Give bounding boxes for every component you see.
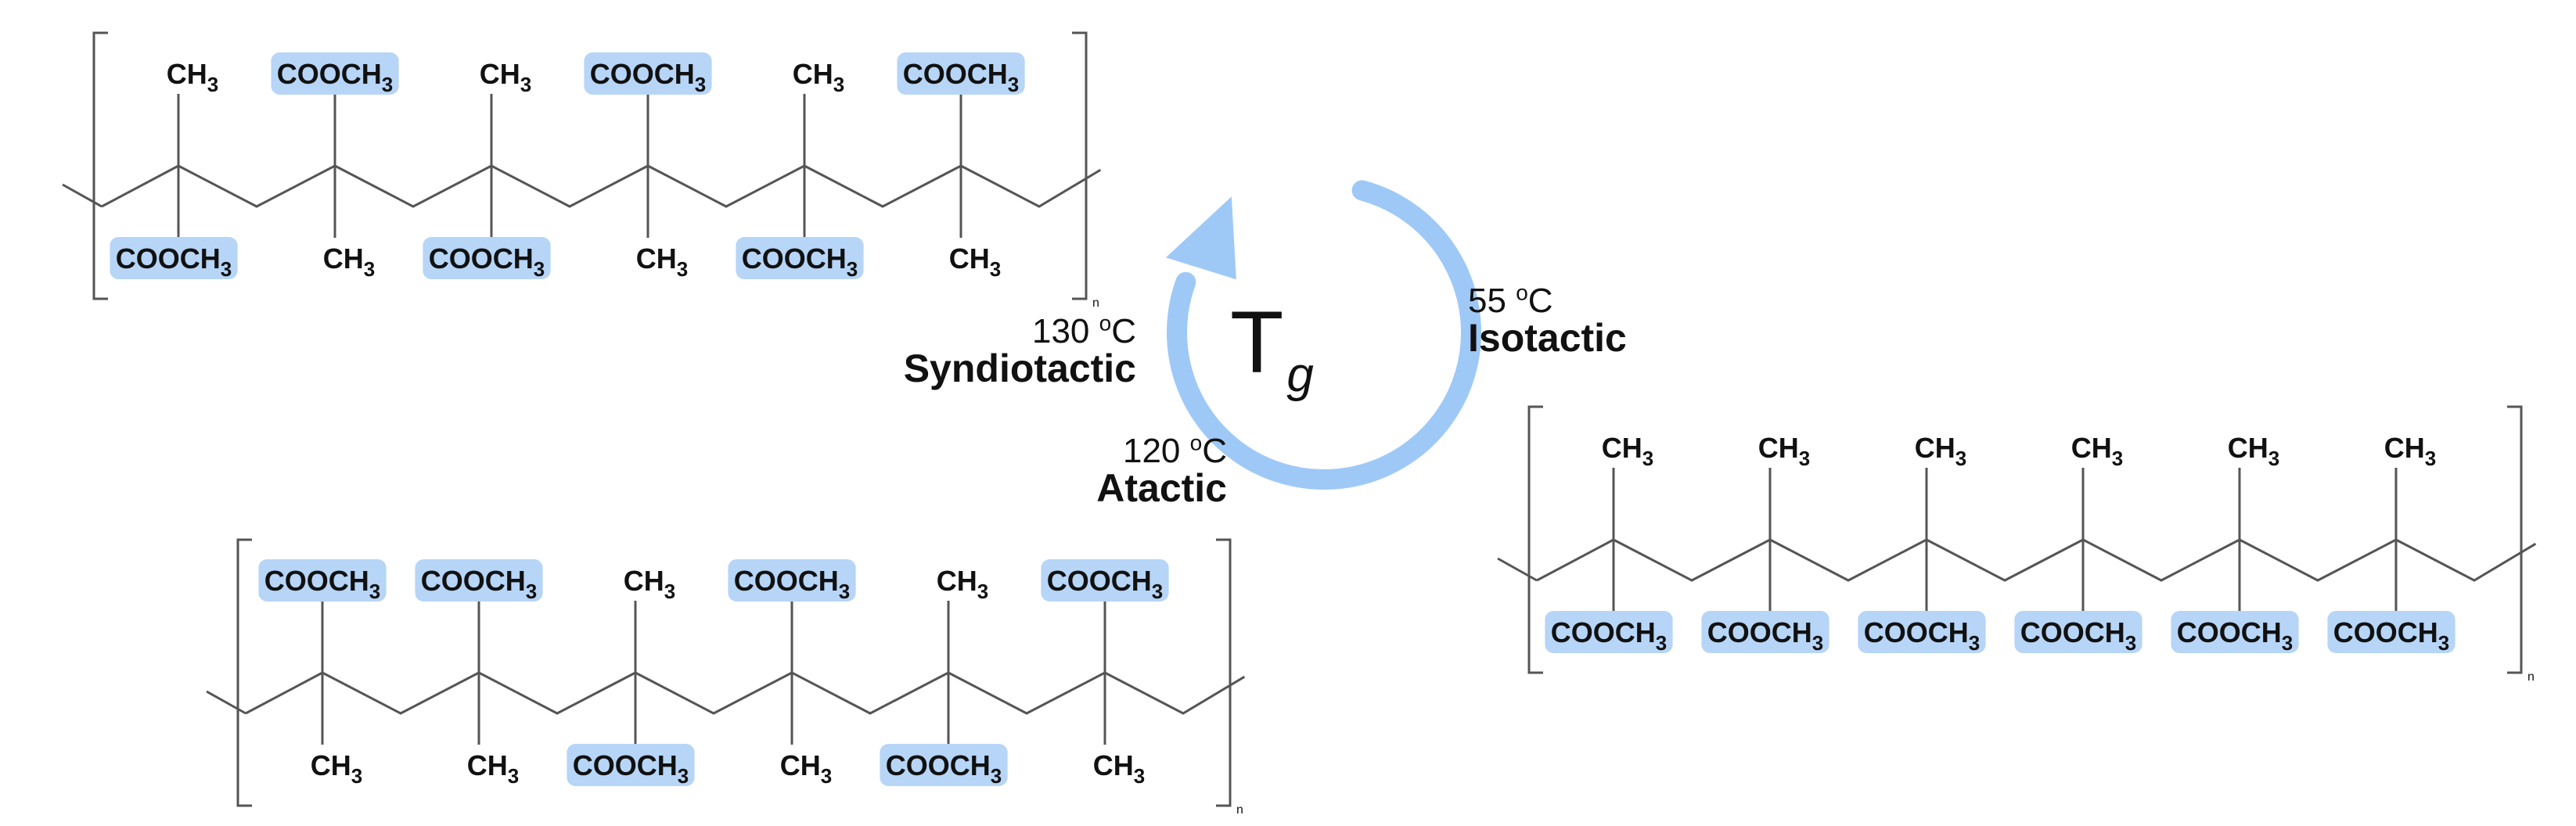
ester-group: COOCH3 bbox=[264, 565, 380, 603]
ester-group: COOCH3 bbox=[1047, 565, 1163, 603]
repeat-subscript: n bbox=[2527, 670, 2535, 684]
methyl-group: CH3 bbox=[2228, 432, 2279, 470]
temp-value: 120 bbox=[1122, 432, 1181, 470]
ester-highlight bbox=[880, 744, 1008, 786]
ester-highlight bbox=[110, 237, 238, 279]
syndiotactic-label: 130 oC Syndiotactic bbox=[903, 311, 1136, 390]
chain-backbone bbox=[1536, 538, 2537, 582]
ester-highlight bbox=[728, 559, 856, 602]
atactic-temperature: 120 oC bbox=[1096, 432, 1227, 470]
ester-highlight bbox=[423, 237, 551, 279]
methyl-group: CH3 bbox=[949, 242, 1001, 281]
methyl-group: CH3 bbox=[937, 565, 988, 603]
temp-value: 55 bbox=[1468, 282, 1506, 320]
ester-group: COOCH3 bbox=[116, 242, 232, 281]
methyl-group: CH3 bbox=[323, 242, 375, 281]
methyl-group: CH3 bbox=[467, 749, 519, 788]
ester-highlight bbox=[584, 52, 712, 95]
tg-subscript: g bbox=[1286, 348, 1314, 402]
ester-group: COOCH3 bbox=[590, 58, 706, 96]
ester-highlight bbox=[897, 52, 1025, 95]
ester-highlight bbox=[2171, 611, 2299, 653]
methyl-group: CH3 bbox=[167, 58, 218, 96]
backbone-end bbox=[206, 690, 246, 715]
syndiotactic-temperature: 130 oC bbox=[904, 311, 1136, 350]
ester-highlight bbox=[1545, 611, 1673, 653]
ester-group: COOCH3 bbox=[2020, 616, 2136, 655]
degree-symbol: o bbox=[1516, 280, 1528, 305]
bracket-right bbox=[1072, 31, 1088, 300]
repeat-subscript: n bbox=[1236, 803, 1243, 817]
ester-group: COOCH3 bbox=[1864, 616, 1980, 655]
methyl-group: CH3 bbox=[2384, 432, 2436, 470]
ester-group: COOCH3 bbox=[277, 58, 393, 96]
ester-group: COOCH3 bbox=[2333, 616, 2449, 655]
ester-highlight bbox=[567, 744, 695, 786]
ester-group: COOCH3 bbox=[573, 749, 689, 788]
isotactic-temperature: 55 oC bbox=[1468, 282, 1627, 320]
ester-group: COOCH3 bbox=[742, 242, 858, 281]
backbone-end bbox=[62, 183, 103, 208]
temp-unit: C bbox=[1202, 432, 1227, 470]
ester-group: COOCH3 bbox=[2177, 616, 2293, 655]
ester-group: COOCH3 bbox=[903, 58, 1019, 96]
ester-group: COOCH3 bbox=[421, 565, 537, 603]
glass-transition-symbol: Tg bbox=[1230, 299, 1314, 400]
ester-highlight bbox=[1858, 611, 1986, 653]
degree-symbol: o bbox=[1099, 311, 1112, 336]
tg-symbol: T bbox=[1230, 293, 1284, 391]
methyl-group: CH3 bbox=[1602, 432, 1653, 470]
ester-highlight bbox=[271, 52, 399, 95]
bracket-left bbox=[236, 538, 252, 807]
ester-group: COOCH3 bbox=[1707, 616, 1823, 655]
temp-unit: C bbox=[1111, 312, 1136, 350]
ester-highlight bbox=[736, 237, 864, 279]
ester-highlight bbox=[258, 559, 387, 602]
bracket-left bbox=[92, 31, 108, 300]
bracket-right bbox=[1216, 538, 1232, 807]
temp-value: 130 bbox=[1031, 312, 1090, 350]
ester-highlight bbox=[2014, 611, 2142, 653]
temp-unit: C bbox=[1527, 282, 1553, 320]
ester-group: COOCH3 bbox=[886, 749, 1002, 788]
bracket-left bbox=[1527, 405, 1543, 674]
methyl-group: CH3 bbox=[793, 58, 844, 96]
ester-highlight bbox=[1041, 559, 1169, 602]
methyl-group: CH3 bbox=[480, 58, 531, 96]
syndiotactic-chain: CH3COOCH3COOCH3CH3CH3COOCH3COOCH3CH3CH3C… bbox=[62, 31, 1102, 310]
atactic-label: 120 oC Atactic bbox=[1096, 432, 1227, 510]
degree-symbol: o bbox=[1189, 430, 1203, 455]
circular-arrow-icon bbox=[1165, 180, 1481, 490]
bracket-right bbox=[2507, 405, 2523, 674]
methyl-group: CH3 bbox=[636, 242, 688, 281]
methyl-group: CH3 bbox=[311, 749, 362, 788]
ester-group: COOCH3 bbox=[1551, 616, 1667, 655]
methyl-group: CH3 bbox=[1093, 749, 1145, 788]
ester-highlight bbox=[415, 559, 543, 602]
chain-backbone bbox=[245, 671, 1246, 715]
ester-highlight bbox=[1701, 611, 1829, 653]
methyl-group: CH3 bbox=[780, 749, 832, 788]
isotactic-label: 55 oC Isotactic bbox=[1468, 282, 1627, 360]
cycle-arrowhead bbox=[1165, 196, 1236, 280]
ester-highlight bbox=[2327, 611, 2455, 653]
backbone-end bbox=[1497, 557, 1538, 582]
isotactic-name: Isotactic bbox=[1468, 316, 1627, 360]
methyl-group: CH3 bbox=[624, 565, 675, 603]
cycle-arc bbox=[1167, 180, 1481, 490]
atactic-name: Atactic bbox=[1096, 466, 1227, 510]
syndiotactic-name: Syndiotactic bbox=[903, 347, 1136, 390]
methyl-group: CH3 bbox=[1915, 432, 1966, 470]
ester-group: COOCH3 bbox=[734, 565, 850, 603]
chain-backbone bbox=[101, 164, 1102, 208]
isotactic-chain: CH3COOCH3CH3COOCH3CH3COOCH3CH3COOCH3CH3C… bbox=[1497, 405, 2537, 684]
ester-group: COOCH3 bbox=[429, 242, 545, 281]
methyl-group: CH3 bbox=[1758, 432, 1810, 470]
methyl-group: CH3 bbox=[2071, 432, 2123, 470]
atactic-chain: COOCH3CH3COOCH3CH3CH3COOCH3COOCH3CH3CH3C… bbox=[206, 538, 1246, 817]
repeat-subscript: n bbox=[1092, 296, 1099, 310]
